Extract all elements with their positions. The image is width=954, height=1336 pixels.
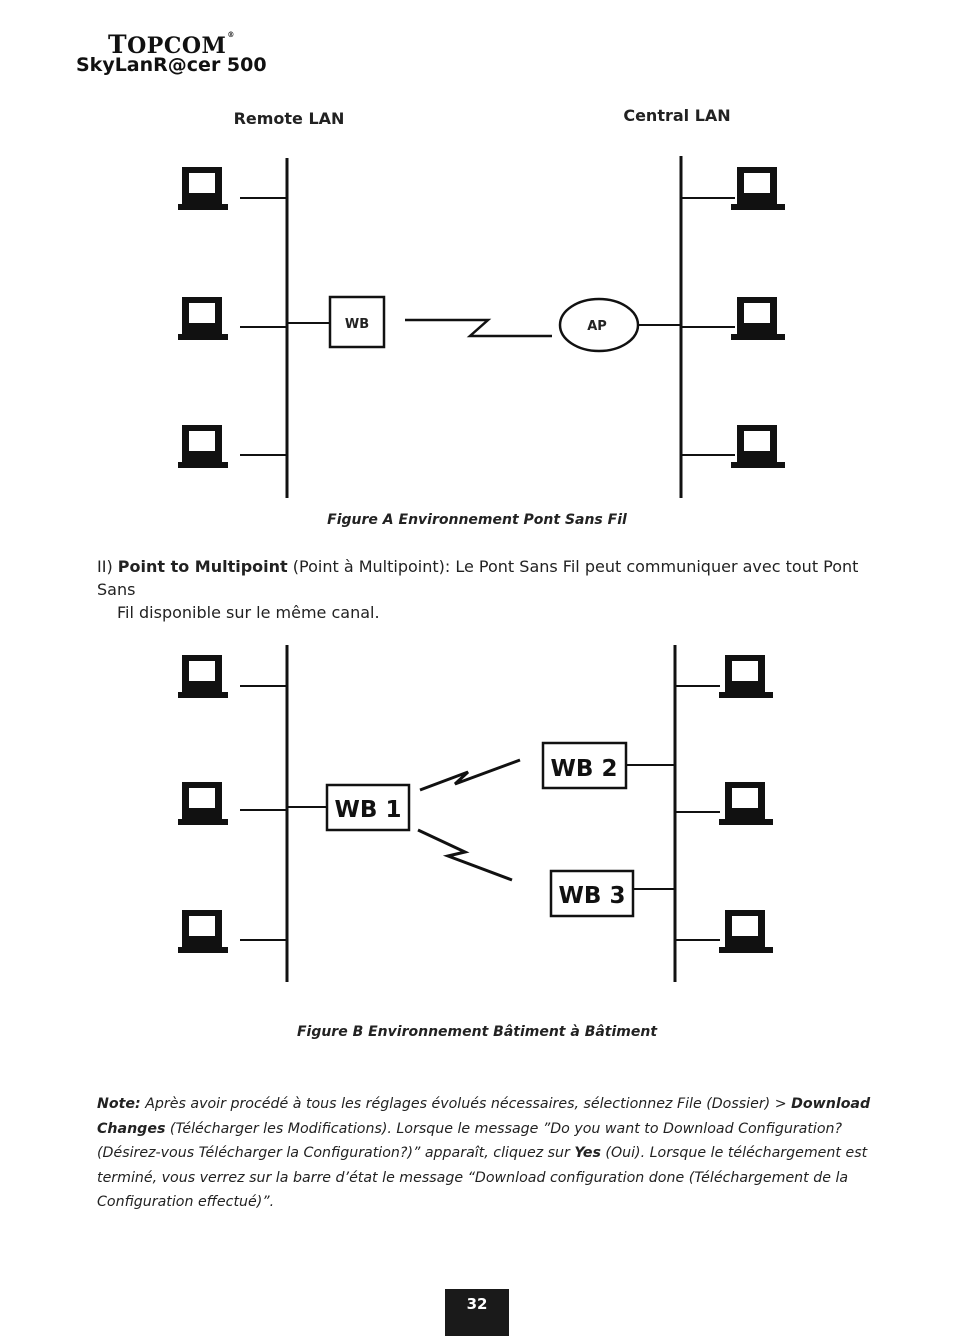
computer-icon: [178, 655, 228, 698]
computer-icon: [719, 655, 773, 698]
product-name: SkyLanR@cer 500: [76, 54, 267, 76]
yes-term: Yes: [574, 1145, 601, 1161]
point-to-multipoint-paragraph: II) Point to Multipoint (Point à Multipo…: [97, 555, 887, 624]
list-prefix: II): [97, 557, 118, 576]
wb3-box: [549, 869, 635, 918]
wb1-label: WB 1: [335, 797, 402, 823]
wb1-box: [325, 783, 411, 832]
figure-b: WB 1 WB 2 WB 3: [178, 645, 773, 982]
section-label: Point to Multipoint: [117, 557, 288, 576]
ap-label: AP: [587, 319, 607, 334]
wb-label: WB: [345, 317, 369, 332]
wb3-label: WB 3: [559, 883, 626, 909]
wb2-box: [541, 741, 628, 790]
central-computer-icon: [731, 167, 785, 210]
remote-computer-icon: [178, 425, 228, 468]
topcom-logo: TOPCOM®: [108, 30, 235, 59]
remote-computer-icon: [178, 297, 228, 340]
central-computer-icon: [731, 297, 785, 340]
wb2-label: WB 2: [551, 756, 618, 782]
figure-b-caption: Figure B Environnement Bâtiment à Bâtime…: [296, 1024, 658, 1040]
remote-computer-icon: [178, 167, 228, 210]
note-paragraph: Note: Après avoir procédé à tous les rég…: [97, 1092, 892, 1215]
computer-icon: [178, 782, 228, 825]
remote-lan-title: Remote LAN: [234, 109, 345, 128]
page-number: 32: [445, 1289, 509, 1336]
computer-icon: [178, 910, 228, 953]
central-computer-icon: [731, 425, 785, 468]
wireless-bridge-box: [328, 295, 386, 349]
figure-a-caption: Figure A Environnement Pont Sans Fil: [327, 512, 627, 528]
wireless-link-wb2: [419, 758, 521, 792]
computer-icon: [719, 910, 773, 953]
note-text: Après avoir procédé à tous les réglages …: [140, 1096, 792, 1112]
paragraph-text-continued: Fil disponible sur le même canal.: [117, 603, 380, 622]
figure-a: Remote LAN Central LAN WB AP: [178, 106, 785, 498]
note-text: (Télécharger les Modifications). Lorsque…: [97, 1120, 843, 1162]
computer-icon: [719, 782, 773, 825]
note-text: (Oui). Lorsque le téléchargement est ter…: [97, 1145, 868, 1210]
note-label: Note:: [97, 1096, 141, 1112]
wireless-link-wb3: [417, 828, 513, 882]
wireless-link: [405, 318, 552, 338]
central-lan-title: Central LAN: [623, 106, 730, 125]
download-changes-term: Download Changes: [97, 1096, 871, 1137]
paragraph-text: (Point à Multipoint): Le Pont Sans Fil p…: [97, 557, 859, 599]
